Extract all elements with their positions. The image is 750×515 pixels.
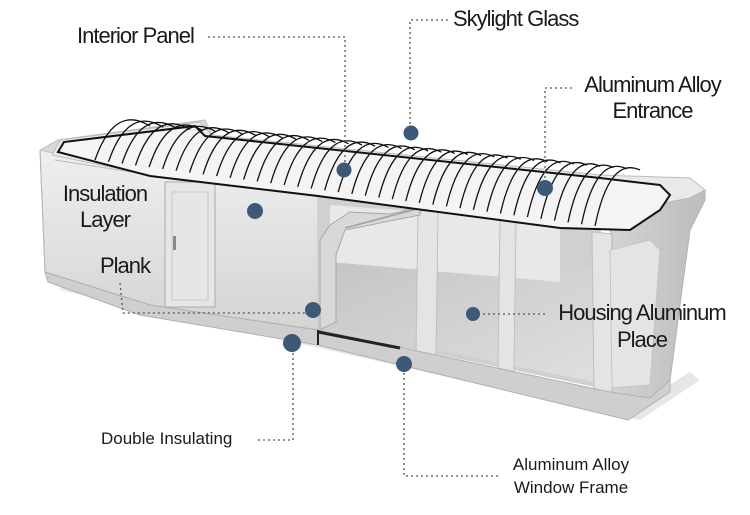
- right-end-panel: [609, 239, 661, 389]
- marker-housing: [466, 307, 480, 321]
- door-handle: [173, 236, 176, 250]
- roof-rib: [445, 152, 495, 207]
- label-plank: Plank: [100, 253, 151, 278]
- leader-skylight-glass: [409, 19, 448, 130]
- roof-rib: [553, 163, 601, 221]
- roof-rib: [148, 124, 204, 168]
- roof-rib: [364, 145, 416, 196]
- roof-rib: [594, 167, 641, 227]
- door-threshold: [317, 330, 401, 350]
- leader-window-frame: [403, 364, 498, 477]
- label-interior-panel: Interior Panel: [77, 23, 195, 48]
- marker-window-frame: [396, 356, 412, 372]
- label-housing-aluminum-place: Housing Aluminum Place: [548, 302, 736, 351]
- roof-rib: [121, 121, 177, 164]
- label-window-frame-line1: Aluminum Alloy: [512, 455, 630, 474]
- marker-plank: [305, 302, 321, 318]
- label-skylight-glass: Skylight Glass: [453, 6, 579, 31]
- leader-double-insulating: [258, 345, 294, 441]
- base-skirt: [44, 271, 671, 421]
- label-aluminum-alloy-entrance: Aluminum Alloy Entrance: [575, 74, 730, 122]
- roof-rib: [337, 142, 389, 193]
- marker-entrance: [537, 180, 553, 196]
- leader-plank: [119, 282, 312, 314]
- roof-rib: [324, 141, 376, 191]
- window-mullions: [415, 209, 613, 396]
- label-entrance-line2: Entrance: [612, 98, 693, 123]
- roof-rib: [472, 155, 522, 211]
- roof-rib: [405, 149, 455, 202]
- marker-insulation-layer: [247, 203, 263, 219]
- roof-rib: [499, 158, 548, 214]
- roof-rib: [567, 164, 614, 223]
- roof-rib: [540, 161, 588, 220]
- left-edge: [39, 149, 46, 273]
- leader-lines: [119, 19, 572, 477]
- roof-rib: [526, 160, 575, 218]
- label-insulation-line2: Layer: [79, 207, 131, 232]
- roof-rib: [418, 150, 469, 203]
- interior-floor: [320, 258, 608, 385]
- roof-rib: [459, 154, 508, 209]
- label-window-frame: Aluminum Alloy Window Frame: [496, 456, 646, 496]
- roof-rib: [580, 165, 628, 225]
- front-door-inset: [171, 191, 209, 301]
- label-housing-line2: Place: [616, 327, 668, 352]
- roof-rib: [107, 120, 164, 163]
- roof-rib: [486, 156, 535, 212]
- marker-interior-panel: [336, 162, 352, 178]
- roof-ribs: [94, 119, 641, 227]
- marker-dots: [247, 125, 553, 372]
- roof-rib: [134, 123, 191, 166]
- leader-entrance: [544, 87, 572, 187]
- label-insulation-layer: Insulation Layer: [55, 183, 155, 231]
- label-window-frame-line2: Window Frame: [513, 478, 629, 497]
- marker-skylight-glass: [403, 125, 419, 141]
- label-housing-line1: Housing Aluminum: [558, 300, 726, 325]
- roof-rib: [391, 147, 442, 200]
- roof-rib: [432, 151, 482, 205]
- leader-interior-panel: [208, 36, 346, 170]
- label-entrance-line1: Aluminum Alloy: [584, 72, 721, 97]
- label-insulation-line1: Insulation: [62, 181, 148, 206]
- roof-rib: [94, 119, 151, 161]
- roof-rib: [513, 159, 561, 216]
- roof-rib: [351, 144, 402, 195]
- label-double-insulating: Double Insulating: [101, 429, 233, 448]
- marker-double-insulating: [283, 334, 301, 352]
- roof-rib: [378, 146, 429, 198]
